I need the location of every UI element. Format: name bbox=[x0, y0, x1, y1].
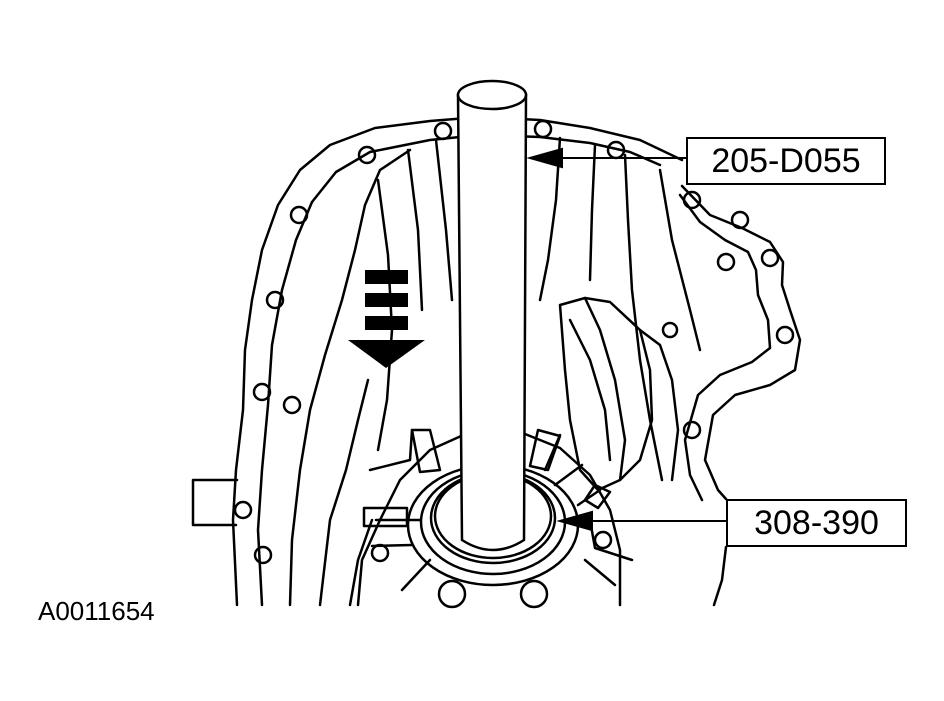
cavity-rib-1 bbox=[318, 378, 370, 607]
cavity-wall-right bbox=[658, 168, 702, 352]
cavity-rib-right-3 bbox=[623, 153, 664, 482]
cavity-rib-3 bbox=[376, 178, 394, 452]
housing-left-tab bbox=[191, 478, 239, 527]
cavity-rib-right-1 bbox=[538, 136, 562, 302]
housing-flange-right-lower bbox=[712, 545, 728, 607]
bore-lug-right-2 bbox=[593, 530, 613, 550]
housing-flange-outline bbox=[231, 115, 802, 607]
cavity-wall-left bbox=[288, 148, 412, 607]
leader-arrows bbox=[526, 147, 726, 532]
internal-block-side bbox=[638, 328, 680, 482]
bore-lug-left-2 bbox=[370, 543, 390, 563]
cavity-rib-right-2 bbox=[588, 143, 597, 282]
bore-ribs bbox=[368, 428, 634, 592]
callout-tool-205-d055: 205-D055 bbox=[686, 137, 886, 185]
bore-lug-left bbox=[437, 579, 467, 609]
internal-block-face bbox=[583, 296, 627, 482]
internal-block bbox=[558, 296, 654, 492]
down-arrow-icon bbox=[348, 270, 425, 368]
internal-block-edge bbox=[568, 318, 612, 462]
flange-bolt-holes bbox=[233, 119, 795, 565]
bore-lug-right bbox=[519, 579, 549, 609]
figure-id: A0011654 bbox=[38, 596, 155, 626]
leader-arrowhead-1 bbox=[526, 147, 563, 169]
housing-flange-inner bbox=[256, 133, 772, 607]
callout-tool-308-390: 308-390 bbox=[726, 499, 907, 547]
cavity-rib-2 bbox=[348, 518, 374, 607]
cavity-rib-5 bbox=[434, 138, 454, 302]
leader-arrowhead-2 bbox=[556, 510, 593, 532]
installer-tool-shaft bbox=[456, 79, 528, 552]
cavity-rib-4 bbox=[406, 148, 424, 312]
